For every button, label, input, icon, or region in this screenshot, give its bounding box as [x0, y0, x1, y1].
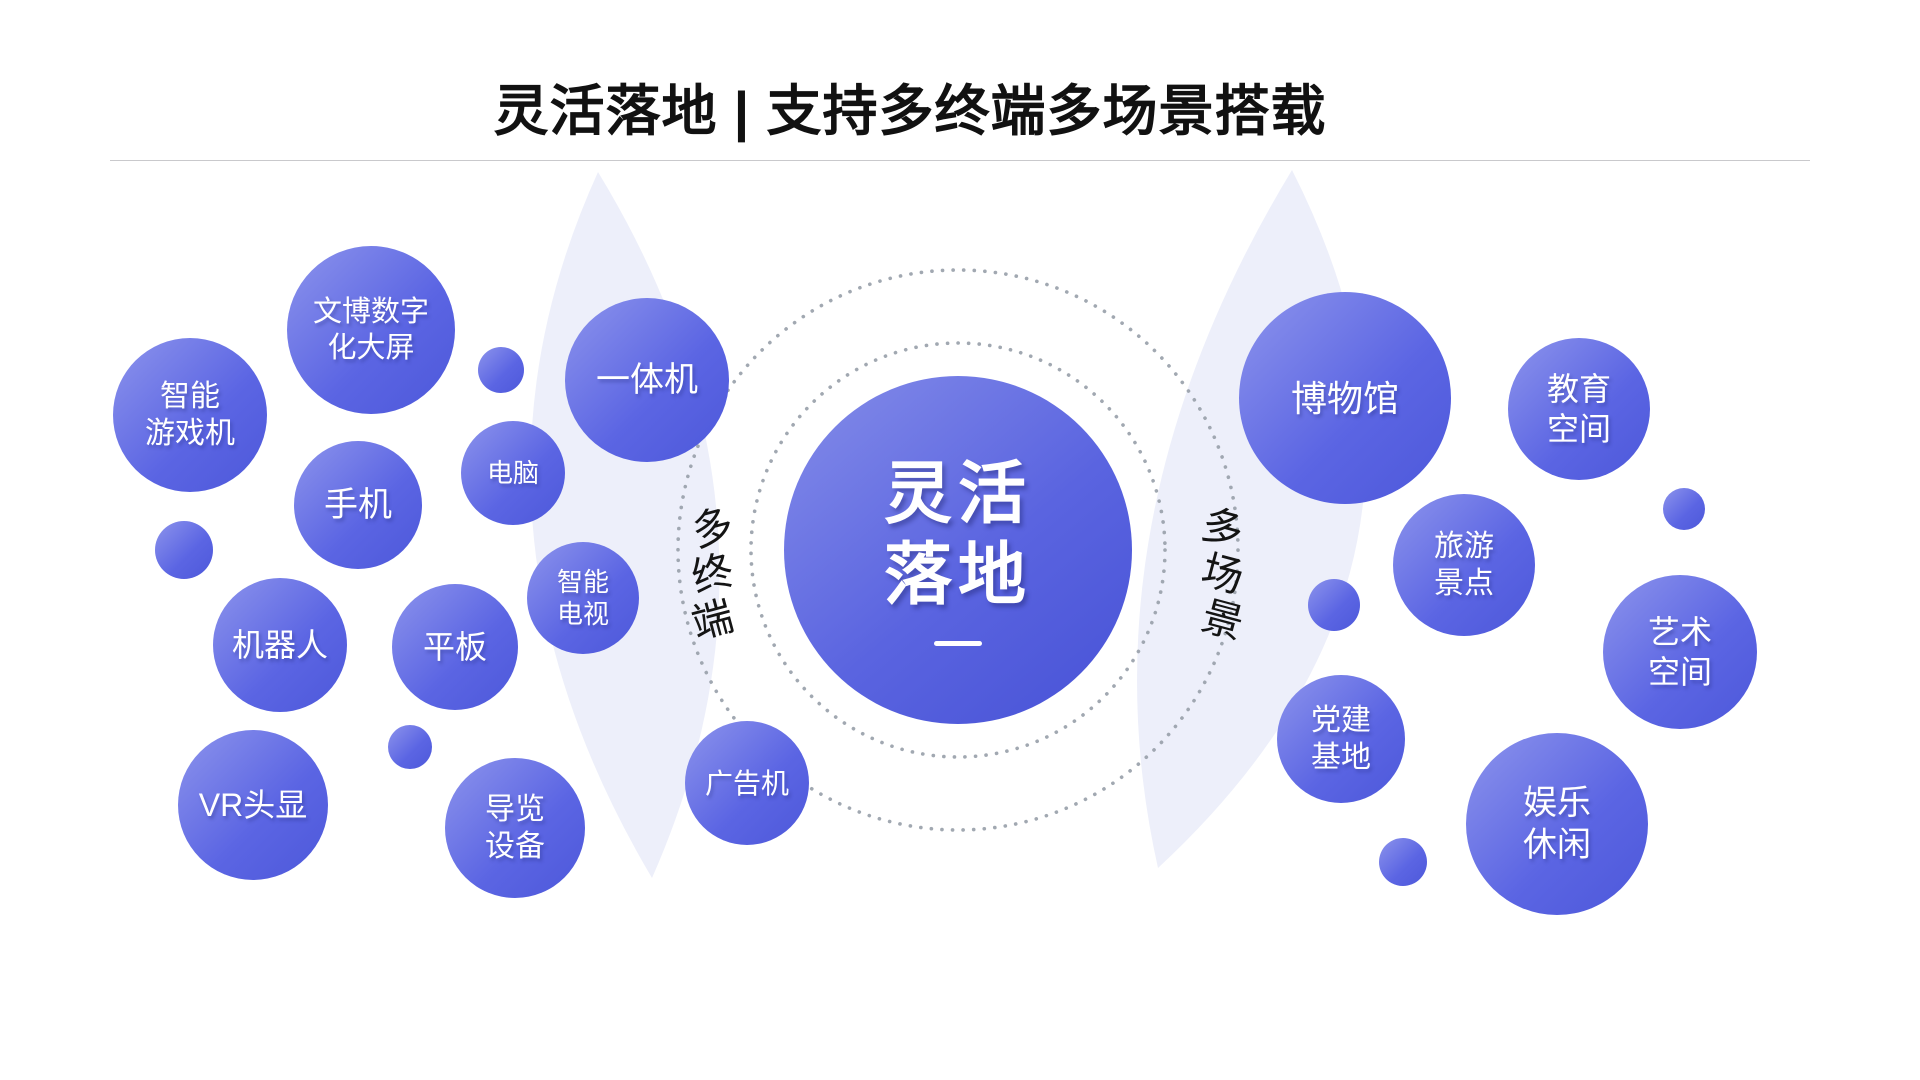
- bubble-label: 智能 电视: [556, 566, 609, 630]
- bubble-robot: 机器人: [213, 578, 347, 712]
- bubble-advertising-machine: 广告机: [685, 721, 809, 845]
- group-label-char: 多: [686, 500, 738, 556]
- bubble-label: 导览 设备: [485, 792, 545, 864]
- bubble-label: 党建 基地: [1311, 703, 1371, 775]
- bubble-label: 电脑: [486, 457, 539, 488]
- bubble-entertainment-leisure: 娱乐 休闲: [1466, 733, 1648, 915]
- bubble-label: 广告机: [704, 767, 789, 799]
- bubble-all-in-one-machine: 一体机: [565, 298, 729, 462]
- page-title: 灵活落地 | 支持多终端多场景搭载: [493, 80, 1327, 142]
- bubble-smart-game-machine: 智能 游戏机: [113, 338, 267, 492]
- center-circle: 灵活 落地: [784, 376, 1132, 724]
- bubble-vr-headset: VR头显: [178, 730, 328, 880]
- center-dash: [934, 640, 982, 646]
- bubble-computer: 电脑: [461, 421, 565, 525]
- bubble-guide-device: 导览 设备: [445, 758, 585, 898]
- bubble-mobile-phone: 手机: [294, 441, 422, 569]
- outer-dotted-ring: [676, 268, 1240, 832]
- bubble-label: 平板: [422, 629, 487, 665]
- group-label-char: 端: [686, 592, 738, 648]
- bubble-tablet: 平板: [392, 584, 518, 710]
- bubble-party-building-base: 党建 基地: [1277, 675, 1405, 803]
- bubble-label: 手机: [324, 485, 392, 524]
- group-label-char: 场: [1196, 546, 1248, 602]
- decor-dot: [155, 521, 213, 579]
- bubble-label: VR头显: [198, 787, 308, 823]
- center-title: 灵活 落地: [883, 456, 1032, 613]
- decor-dot: [1308, 579, 1360, 631]
- bubble-museum: 博物馆: [1239, 292, 1451, 504]
- bubble-label: 文博数字 化大屏: [312, 295, 429, 364]
- bubble-tourist-attraction: 旅游 景点: [1393, 494, 1535, 636]
- decor-dot: [388, 725, 432, 769]
- bubble-smart-tv: 智能 电视: [527, 542, 639, 654]
- group-label-char: 景: [1196, 592, 1248, 648]
- decor-dot: [478, 347, 524, 393]
- bubble-label: 机器人: [231, 627, 328, 663]
- bubble-label: 一体机: [596, 360, 698, 399]
- bubble-label: 博物馆: [1290, 377, 1399, 419]
- bubble-label: 教育 空间: [1546, 371, 1611, 447]
- bubble-art-space: 艺术 空间: [1603, 575, 1757, 729]
- bubble-label: 娱乐 休闲: [1523, 783, 1591, 865]
- bubble-label: 艺术 空间: [1647, 614, 1712, 690]
- title-divider: [110, 160, 1810, 161]
- group-label-multi-terminal: 多 终 端: [682, 500, 742, 647]
- group-label-multi-scene: 多 场 景: [1192, 500, 1252, 647]
- bubble-museum-digital-screen: 文博数字 化大屏: [287, 246, 455, 414]
- bubble-label: 旅游 景点: [1434, 529, 1494, 601]
- inner-dotted-ring: [749, 341, 1167, 759]
- decor-dot: [1379, 838, 1427, 886]
- group-label-char: 多: [1196, 500, 1248, 556]
- bubble-education-space: 教育 空间: [1508, 338, 1650, 480]
- decor-dot: [1663, 488, 1705, 530]
- group-label-char: 终: [686, 546, 738, 602]
- bubble-label: 智能 游戏机: [145, 379, 235, 451]
